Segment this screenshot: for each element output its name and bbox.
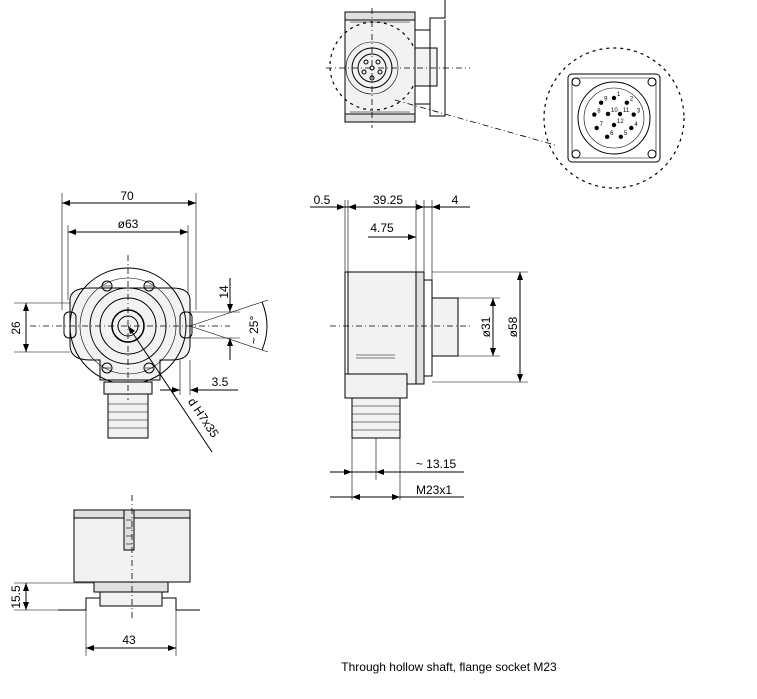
dim-height-left: 26: [9, 321, 23, 335]
connector-pin-label: 7: [600, 122, 604, 128]
dim-connector-offset: ~ 13.15: [416, 457, 457, 471]
connector-pin: [629, 125, 634, 131]
dim-flange-diameter: ø63: [118, 217, 139, 231]
front-view: 70 ø63: [9, 189, 269, 453]
top-view: [326, 0, 556, 146]
connector-pin: [592, 112, 597, 117]
dim-inner-diameter: ø31: [479, 316, 493, 337]
connector-pin-label: 6: [610, 131, 614, 137]
connector-pin: [617, 111, 623, 117]
connector-pin: [604, 134, 610, 139]
bottom-view: 15.5 43: [9, 495, 200, 656]
side-view: 0.5 39.25 4 4.75 ø31 ø58: [310, 193, 528, 500]
connector-pin-label: 5: [624, 131, 628, 137]
dim-bottom-height: 15.5: [9, 585, 23, 609]
dim-d: 4.75: [370, 221, 394, 235]
connector-pin-label: 8: [597, 109, 601, 115]
dim-bottom-width: 43: [122, 633, 136, 647]
dim-shaft: d H7x35: [185, 395, 222, 440]
dim-slot-width: 14: [217, 285, 231, 299]
dim-width-total: 70: [120, 189, 134, 203]
connector-pin: [631, 112, 636, 117]
connector-pin: [605, 111, 611, 117]
dim-slot-angle: ~ 25°: [247, 316, 261, 345]
connector-pin: [611, 122, 617, 128]
connector-pin-label: 1: [617, 92, 621, 98]
connector-pin-label: 12: [617, 119, 624, 125]
dim-thread: M23x1: [416, 483, 452, 497]
dim-offset: 3.5: [212, 375, 229, 389]
connector-pin-label: 2: [630, 97, 634, 103]
connector-pin-label: 11: [623, 108, 630, 114]
dim-b: 39.25: [373, 193, 403, 207]
connector-pin: [598, 100, 604, 105]
connector-pin-label: 9: [604, 97, 608, 103]
connector-pin: [624, 100, 630, 105]
connector-pin-label: 3: [637, 109, 641, 115]
caption: Through hollow shaft, flange socket M23: [341, 660, 557, 674]
dim-a: 0.5: [314, 193, 331, 207]
dim-outer-diameter: ø58: [506, 316, 520, 337]
connector-pin-label: 10: [611, 108, 618, 114]
connector-pin: [594, 125, 599, 131]
connector-pin: [618, 134, 624, 139]
connector-pin: [611, 95, 617, 101]
connector-pin-label: 4: [634, 122, 638, 128]
dim-c: 4: [452, 193, 459, 207]
